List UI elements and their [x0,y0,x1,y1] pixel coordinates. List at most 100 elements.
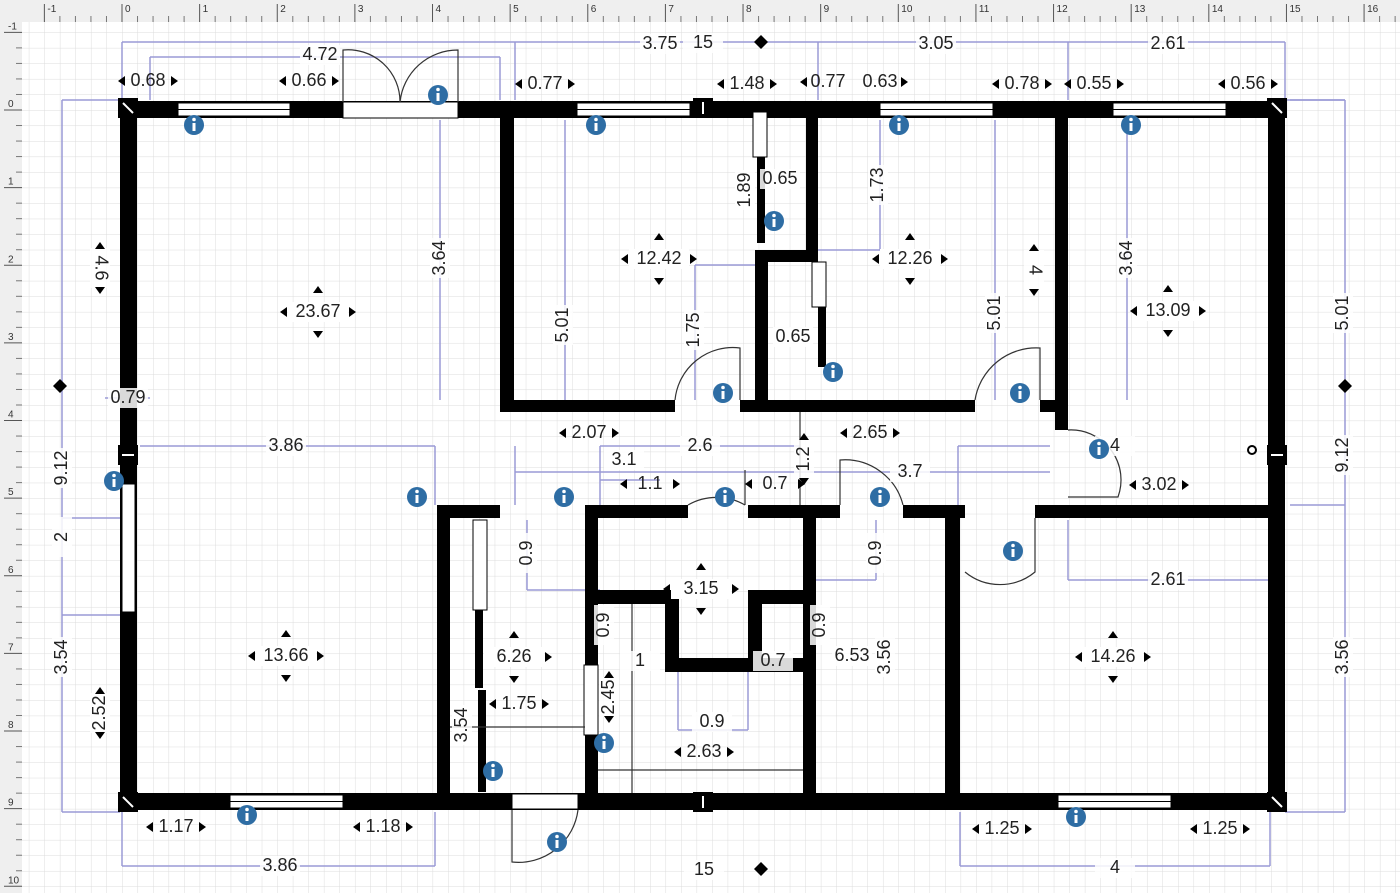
dimension-label[interactable]: 2.65 [852,422,887,442]
arrow-left-icon[interactable] [279,76,286,86]
arrow-left-icon[interactable] [992,79,999,89]
dimension-label[interactable]: 0.77 [810,71,845,91]
dimension-label[interactable]: 0.55 [1076,73,1111,93]
dimension-label[interactable]: 0.77 [527,73,562,93]
dimension-label[interactable]: 1.25 [1202,818,1237,838]
window[interactable] [752,111,768,158]
arrow-right-icon[interactable] [1144,652,1151,662]
arrow-down-icon[interactable] [604,716,614,723]
dimension-label[interactable]: 5.01 [1332,295,1352,330]
dimension-label[interactable]: 2.45 [598,679,618,714]
arrow-up-icon[interactable] [95,687,105,694]
arrow-left-icon[interactable] [745,479,752,489]
dimension-label[interactable]: 0.65 [775,326,810,346]
arrow-left-icon[interactable] [146,822,153,832]
arrow-down-icon[interactable] [281,675,291,682]
window[interactable] [121,483,136,613]
dimension-handle-icon[interactable] [1338,379,1352,393]
arrow-left-icon[interactable] [515,79,522,89]
arrow-right-icon[interactable] [349,307,356,317]
dimension-label[interactable]: 2.52 [89,695,109,730]
arrow-left-icon[interactable] [1075,652,1082,662]
arrow-left-icon[interactable] [674,747,681,757]
dimension-label[interactable]: 3.02 [1141,474,1176,494]
arrow-left-icon[interactable] [800,77,807,87]
dimension-label[interactable]: 0.7 [762,473,787,493]
arrow-left-icon[interactable] [972,824,979,834]
dimension-label[interactable]: 0.56 [1230,73,1265,93]
arrow-right-icon[interactable] [690,254,697,264]
dimension-label[interactable]: 0.68 [130,70,165,90]
arrow-right-icon[interactable] [798,479,805,489]
dimension-label[interactable]: 6.53 [834,645,869,665]
room-area-label[interactable]: 13.09 [1145,300,1190,320]
dimension-label[interactable]: 4 [1110,435,1120,455]
arrow-right-icon[interactable] [317,651,324,661]
dimension-label[interactable]: 2.07 [571,422,606,442]
arrow-left-icon[interactable] [1218,79,1225,89]
dimension-label[interactable]: 2.61 [1150,569,1185,589]
arrow-up-icon[interactable] [654,233,664,240]
arrow-right-icon[interactable] [901,77,908,87]
dimension-label[interactable]: 1.75 [501,693,536,713]
dimension-label[interactable]: 3.56 [1332,639,1352,674]
left-ruler[interactable] [0,0,22,893]
dimension-label[interactable]: 4 [1110,857,1120,877]
arrow-right-icon[interactable] [1243,824,1250,834]
dimension-label[interactable]: 2.61 [1150,33,1185,53]
dimension-label[interactable]: 0.9 [865,540,885,565]
arrow-right-icon[interactable] [171,76,178,86]
dimension-label[interactable]: 3.64 [429,240,449,275]
dimension-label[interactable]: 1 [635,650,645,670]
arrow-right-icon[interactable] [1199,306,1206,316]
arrow-down-icon[interactable] [1029,289,1039,296]
arrow-left-icon[interactable] [489,699,496,709]
dimension-label[interactable]: 15 [693,32,713,52]
arrow-right-icon[interactable] [1045,79,1052,89]
arrow-right-icon[interactable] [1271,79,1278,89]
dimension-label[interactable]: 4 [1025,265,1045,275]
dimension-label[interactable]: 1.18 [365,816,400,836]
arrow-left-icon[interactable] [840,428,847,438]
dimension-handle-icon[interactable] [754,862,768,876]
room-area-label[interactable]: 14.26 [1090,646,1135,666]
room-area-label[interactable]: 6.26 [496,646,531,666]
arrow-left-icon[interactable] [663,584,670,594]
door-opening[interactable] [511,793,579,810]
dimension-label[interactable]: 4.6 [91,255,111,280]
dimension-label[interactable]: 3.7 [897,461,922,481]
dimension-label[interactable]: 1.75 [683,312,703,347]
arrow-up-icon[interactable] [696,563,706,570]
dimension-label[interactable]: 2.6 [687,435,712,455]
arrow-left-icon[interactable] [248,651,255,661]
dimension-label[interactable]: 1.48 [729,73,764,93]
dimension-label[interactable]: 9.12 [1332,437,1352,472]
arrow-down-icon[interactable] [1163,330,1173,337]
dimension-label[interactable]: 5.01 [552,307,572,342]
arrow-left-icon[interactable] [717,79,724,89]
top-ruler[interactable] [0,0,1400,22]
window[interactable] [811,261,827,308]
arrow-down-icon[interactable] [905,278,915,285]
arrow-right-icon[interactable] [612,428,619,438]
arrow-right-icon[interactable] [1117,79,1124,89]
dimension-label[interactable]: 1.89 [734,172,754,207]
dimension-label[interactable]: 9.12 [51,450,71,485]
dimension-label[interactable]: 3.05 [918,33,953,53]
point-handle-icon[interactable] [1247,445,1257,455]
dimension-label[interactable]: 3.86 [268,435,303,455]
arrow-left-icon[interactable] [872,254,879,264]
arrow-left-icon[interactable] [621,254,628,264]
arrow-down-icon[interactable] [95,287,105,294]
arrow-right-icon[interactable] [941,254,948,264]
arrow-down-icon[interactable] [799,478,809,485]
dimension-label[interactable]: 0.9 [699,711,724,731]
arrow-left-icon[interactable] [353,822,360,832]
arrow-down-icon[interactable] [696,608,706,615]
arrow-right-icon[interactable] [727,747,734,757]
room-area-label[interactable]: 12.26 [887,248,932,268]
arrow-up-icon[interactable] [905,233,915,240]
arrow-left-icon[interactable] [476,652,483,662]
arrow-right-icon[interactable] [545,652,552,662]
